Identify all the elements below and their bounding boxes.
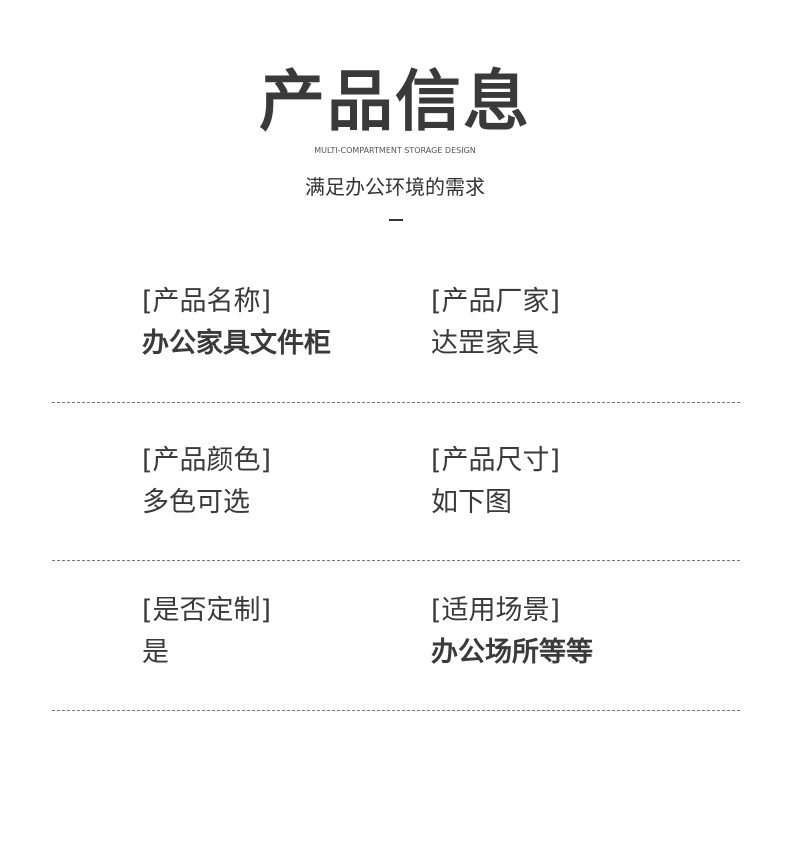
info-value: 如下图 [431, 487, 512, 518]
slogan: 满足办公环境的需求 [305, 175, 485, 199]
info-value: 多色可选 [142, 487, 250, 518]
info-value: 办公场所等等 [431, 637, 593, 668]
divider [52, 560, 740, 561]
info-label: [产品颜色] [142, 445, 272, 476]
info-manufacturer: [产品厂家] 达罡家具 [431, 284, 560, 362]
info-scenario: [适用场景] 办公场所等等 [431, 593, 593, 671]
info-label: [适用场景] [431, 595, 561, 626]
info-name: [产品名称] 办公家具文件柜 [142, 284, 331, 362]
divider [52, 402, 740, 403]
info-color: [产品颜色] 多色可选 [142, 443, 271, 521]
info-label: [是否定制] [142, 595, 272, 626]
info-size: [产品尺寸] 如下图 [431, 443, 560, 521]
subtitle: MULTI-COMPARTMENT STORAGE DESIGN [314, 146, 476, 155]
info-value: 办公家具文件柜 [142, 328, 331, 359]
info-value: 是 [142, 637, 169, 668]
divider [52, 710, 740, 711]
title-underline [389, 219, 403, 221]
info-value: 达罡家具 [431, 328, 539, 359]
info-label: [产品名称] [142, 286, 272, 317]
page-title: 产品信息 [259, 62, 531, 140]
info-label: [产品尺寸] [431, 445, 561, 476]
info-custom: [是否定制] 是 [142, 593, 271, 671]
info-label: [产品厂家] [431, 286, 561, 317]
